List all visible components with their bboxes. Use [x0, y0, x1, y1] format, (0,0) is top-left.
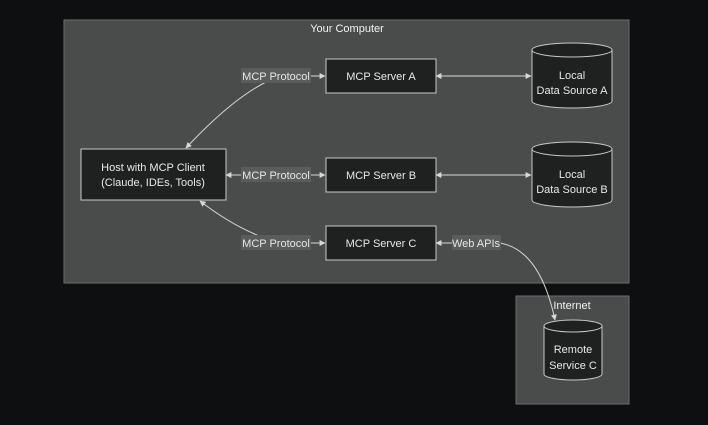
edge-label-web: Web APIs [452, 235, 501, 250]
edge-label-a: MCP Protocol [241, 68, 311, 83]
node-remote-c-line1: Remote [554, 344, 593, 356]
node-server-a[interactable]: MCP Server A [325, 58, 437, 94]
node-source-b-line2: Data Source B [536, 184, 608, 196]
node-source-b[interactable]: Local Data Source B [531, 141, 613, 208]
node-source-a-line2: Data Source A [537, 85, 609, 97]
node-server-a-label: MCP Server A [346, 71, 416, 83]
edge-label-b: MCP Protocol [241, 167, 311, 182]
node-server-c[interactable]: MCP Server C [325, 225, 437, 261]
edge-label-web-text: Web APIs [452, 238, 501, 250]
edge-server-c-remote-c [435, 240, 557, 321]
node-server-c-label: MCP Server C [346, 238, 417, 250]
node-remote-c-line2: Service C [549, 360, 597, 372]
node-source-a-line1: Local [559, 70, 585, 82]
edge-label-a-text: MCP Protocol [242, 71, 310, 83]
node-server-b[interactable]: MCP Server B [325, 157, 437, 193]
node-host-line2: (Claude, IDEs, Tools) [101, 177, 205, 189]
group-internet-title: Internet [553, 300, 590, 312]
node-host[interactable]: Host with MCP Client (Claude, IDEs, Tool… [80, 148, 227, 201]
node-source-a[interactable]: Local Data Source A [531, 42, 613, 109]
edge-label-c: MCP Protocol [241, 235, 311, 250]
edge-label-c-text: MCP Protocol [242, 238, 310, 250]
node-host-line1: Host with MCP Client [101, 162, 205, 174]
node-server-b-label: MCP Server B [346, 170, 416, 182]
node-source-b-line1: Local [559, 169, 585, 181]
edge-label-b-text: MCP Protocol [242, 170, 310, 182]
node-remote-c[interactable]: Remote Service C [543, 319, 603, 381]
group-your-computer-title: Your Computer [310, 23, 384, 35]
